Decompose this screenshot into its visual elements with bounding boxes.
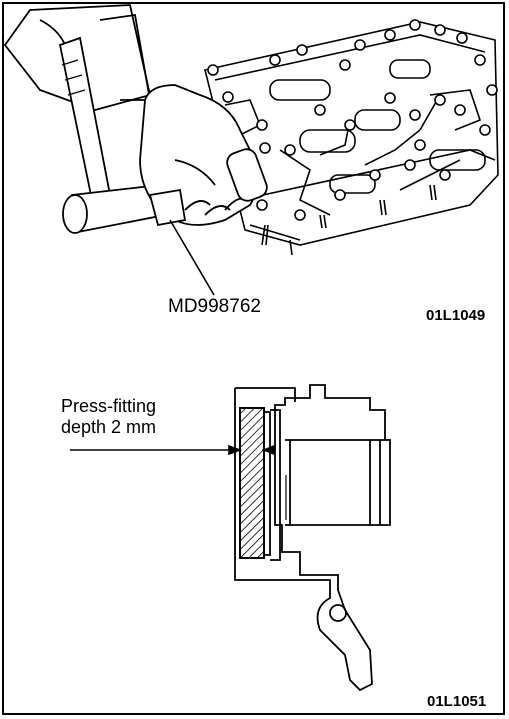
figure-code-bottom: 01L1051	[427, 693, 487, 710]
tool-label: MD998762	[168, 296, 261, 317]
press-fitting-label-line1: Press-fitting	[61, 396, 157, 416]
valve-body-illustration	[204, 19, 499, 256]
tool-leader-line	[169, 219, 215, 296]
press-fitting-label-line2: depth 2 mm	[61, 417, 157, 437]
figure-code-top: 01L1049	[426, 307, 486, 324]
depth-arrow	[70, 444, 275, 456]
page-border	[2, 2, 505, 715]
press-fitting-label: Press-fitting depth 2 mm	[61, 396, 156, 438]
hand-and-hammer-illustration	[3, 4, 268, 234]
section-view-illustration	[234, 384, 391, 692]
